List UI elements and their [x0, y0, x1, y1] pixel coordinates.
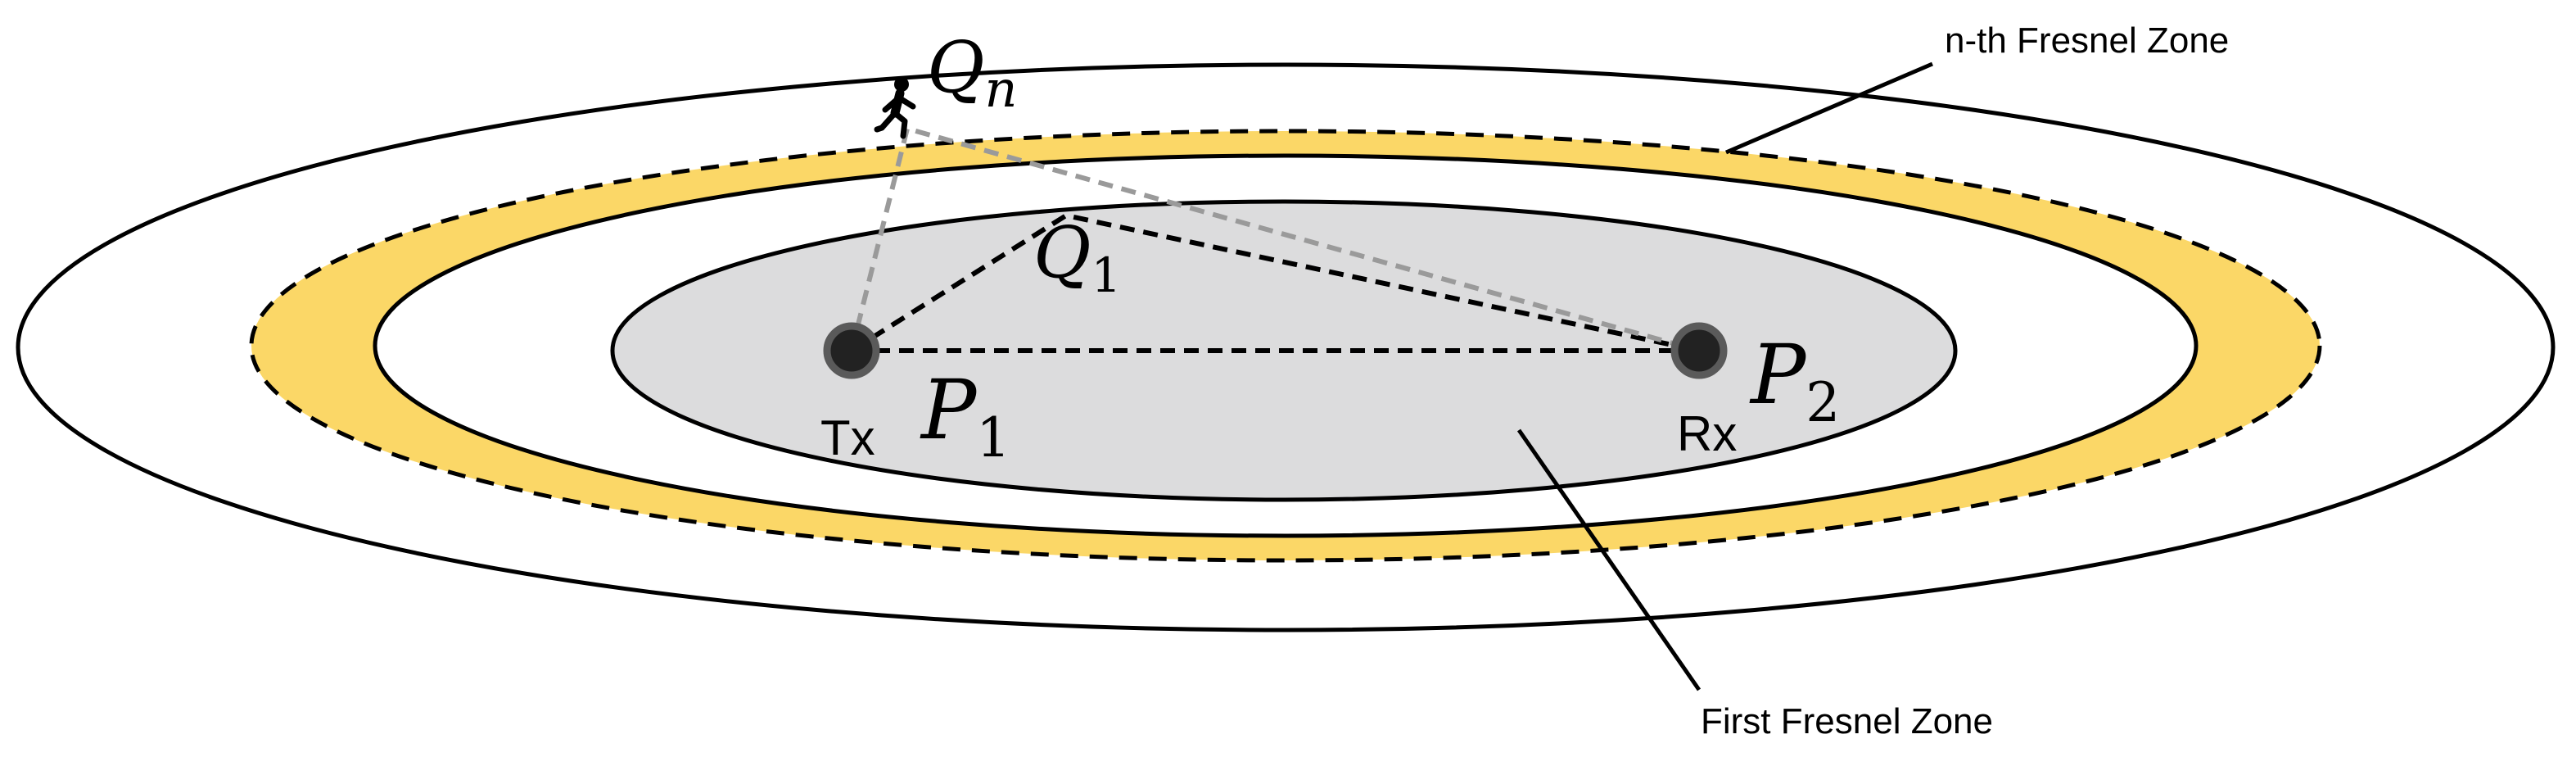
- p1-main: P: [920, 362, 978, 458]
- p1-label: P1: [920, 362, 1010, 469]
- qn-sub: n: [985, 59, 1018, 119]
- qn-label: Qn: [927, 27, 1017, 119]
- tx-label: Tx: [820, 410, 875, 465]
- rx-label: Rx: [1677, 406, 1737, 461]
- walking-person-icon: [874, 77, 916, 139]
- q1-sub: 1: [1091, 247, 1122, 303]
- qn-main: Q: [927, 27, 985, 109]
- q1-main: Q: [1033, 212, 1091, 294]
- nth-fresnel-zone-label: n-th Fresnel Zone: [1945, 20, 2229, 61]
- p1-sub: 1: [976, 406, 1010, 469]
- first-zone-leader: [1516, 428, 1702, 691]
- p2-main: P: [1749, 327, 1807, 423]
- p2-label: P2: [1749, 327, 1840, 434]
- nth-zone-reflection-path: [849, 125, 1700, 353]
- first-fresnel-zone-label: First Fresnel Zone: [1701, 701, 1993, 741]
- first-zone-reflection-path: [850, 212, 1700, 353]
- nth-zone-leader: [1725, 61, 1933, 155]
- q1-label: Q1: [1033, 212, 1121, 303]
- tx-node: [823, 322, 880, 379]
- rx-node: [1670, 322, 1728, 379]
- p2-sub: 2: [1805, 371, 1840, 434]
